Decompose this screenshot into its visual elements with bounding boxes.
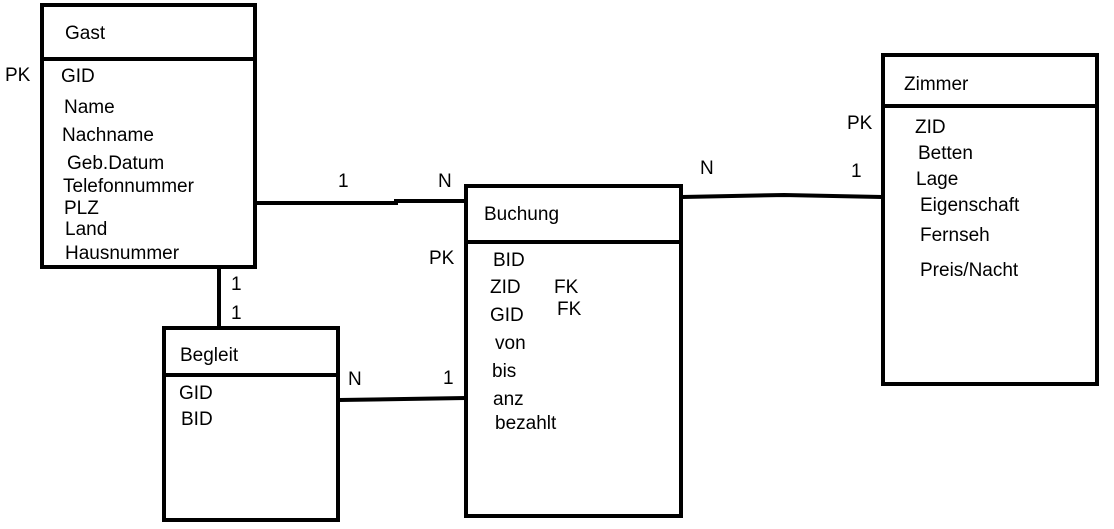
line-gast-buchung: [256, 199, 466, 205]
cardinality-buchung-zimmer-from: N: [700, 158, 714, 179]
begleit-attr-gid: GID: [179, 383, 213, 404]
entity-buchung: Buchung: [464, 184, 683, 518]
cardinality-gast-buchung-to: N: [438, 171, 452, 192]
entity-zimmer-header: Zimmer: [885, 57, 1095, 108]
gast-attr-plz: PLZ: [64, 198, 99, 219]
buchung-attr-bis: bis: [492, 361, 517, 382]
cardinality-buchung-zimmer-to: 1: [851, 161, 862, 182]
buchung-fk-zid: FK: [554, 277, 579, 298]
entity-gast: Gast: [40, 3, 257, 269]
entity-begleit-title: Begleit: [180, 345, 239, 366]
cardinality-gast-begleit-from: 1: [231, 274, 242, 295]
gast-attr-geb-datum: Geb.Datum: [67, 153, 165, 174]
gast-attr-nachname: Nachname: [62, 125, 154, 146]
entity-gast-header: Gast: [44, 7, 253, 61]
line-buchung-zimmer: [681, 192, 883, 199]
zimmer-attr-preis-nacht: Preis/Nacht: [920, 260, 1019, 281]
entity-begleit: Begleit: [162, 326, 340, 522]
gast-attr-name: Name: [64, 97, 115, 118]
buchung-attr-zid: ZID: [490, 277, 521, 298]
buchung-fk-gid: FK: [557, 299, 582, 320]
cardinality-begleit-buchung-to: 1: [443, 368, 454, 389]
zimmer-pk-label: PK: [847, 113, 873, 134]
gast-attr-gid: GID: [61, 66, 95, 87]
buchung-attr-von: von: [495, 333, 526, 354]
cardinality-gast-begleit-to: 1: [231, 303, 242, 324]
entity-begleit-header: Begleit: [166, 330, 336, 377]
buchung-attr-anz: anz: [493, 389, 524, 410]
zimmer-attr-zid: ZID: [915, 117, 946, 138]
zimmer-attr-lage: Lage: [916, 169, 959, 190]
gast-attr-land: Land: [65, 219, 108, 240]
cardinality-gast-buchung-from: 1: [338, 171, 349, 192]
zimmer-attr-eigenschaft: Eigenschaft: [920, 195, 1020, 216]
entity-zimmer-title: Zimmer: [904, 74, 969, 95]
gast-attr-telefonnummer: Telefonnummer: [63, 176, 194, 197]
buchung-attr-bid: BID: [493, 250, 525, 271]
entity-buchung-header: Buchung: [468, 188, 679, 244]
cardinality-begleit-buchung-from: N: [348, 369, 362, 390]
buchung-attr-gid: GID: [490, 305, 524, 326]
buchung-pk-label: PK: [429, 248, 455, 269]
zimmer-attr-fernseh: Fernseh: [920, 225, 990, 246]
line-begleit-buchung: [338, 396, 467, 402]
entity-buchung-title: Buchung: [484, 204, 560, 225]
buchung-attr-bezahlt: bezahlt: [495, 413, 557, 434]
gast-attr-hausnummer: Hausnummer: [65, 243, 180, 264]
gast-pk-label: PK: [5, 65, 31, 86]
entity-zimmer: Zimmer: [881, 53, 1099, 386]
zimmer-attr-betten: Betten: [918, 143, 973, 164]
entity-gast-title: Gast: [65, 23, 106, 44]
begleit-attr-bid: BID: [181, 409, 213, 430]
